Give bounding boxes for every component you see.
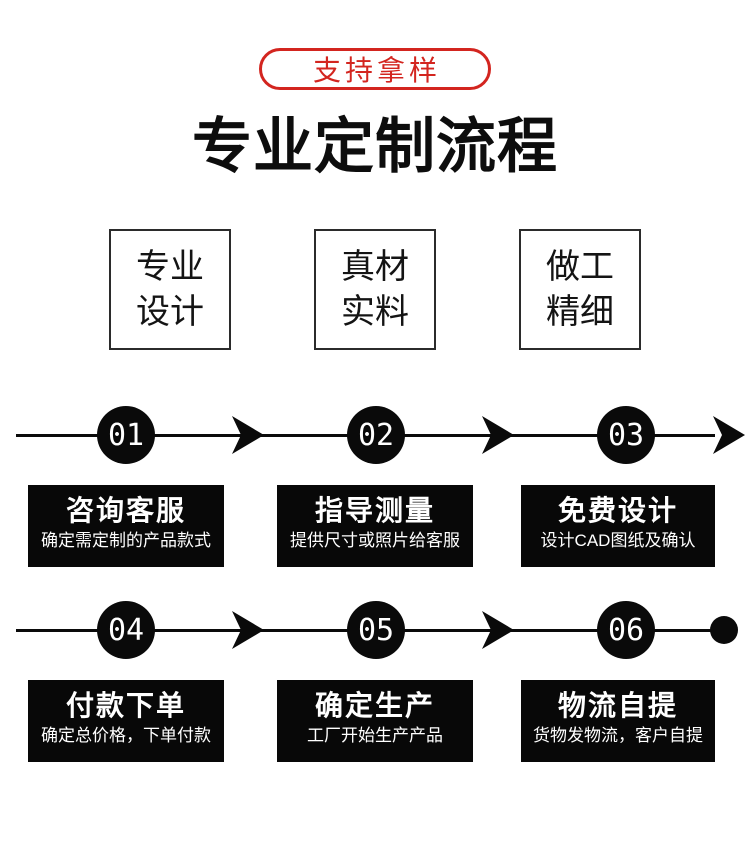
step-desc: 提供尺寸或照片给客服 [290,531,460,550]
feature-row: 专业 设计 真材 实料 做工 精细 [0,229,750,350]
step-circle-05: 05 [347,601,405,659]
feature-card-design: 专业 设计 [109,229,231,350]
arrow-right-icon [713,416,745,454]
feature-card-workmanship: 做工 精细 [519,229,641,350]
step-circle-02: 02 [347,406,405,464]
step-circle-04: 04 [97,601,155,659]
page-title: 专业定制流程 [192,113,558,180]
step-desc: 设计CAD图纸及确认 [540,531,696,550]
step-boxes-row-1: 咨询客服 确定需定制的产品款式 指导测量 提供尺寸或照片给客服 免费设计 设计C… [0,485,750,567]
step-number: 01 [107,417,145,453]
sample-support-badge: 支持拿样 [259,48,491,90]
step-circle-06: 06 [597,601,655,659]
step-number: 04 [107,612,145,648]
step-box-measure: 指导测量 提供尺寸或照片给客服 [277,485,473,567]
end-dot-icon [710,616,738,644]
step-boxes-row-2: 付款下单 确定总价格，下单付款 确定生产 工厂开始生产产品 物流自提 货物发物流… [0,680,750,762]
step-box-design: 免费设计 设计CAD图纸及确认 [521,485,715,567]
step-title: 确定生产 [314,690,435,721]
step-number: 03 [607,417,645,453]
step-desc: 工厂开始生产产品 [307,726,443,745]
step-circle-03: 03 [597,406,655,464]
arrow-right-icon [482,611,514,649]
step-box-payment: 付款下单 确定总价格，下单付款 [28,680,224,762]
step-title: 咨询客服 [65,495,186,526]
step-circle-01: 01 [97,406,155,464]
step-desc: 货物发物流，客户自提 [533,726,703,745]
step-number: 06 [607,612,645,648]
step-title: 指导测量 [314,495,435,526]
step-box-consult: 咨询客服 确定需定制的产品款式 [28,485,224,567]
step-number: 05 [357,612,395,648]
step-desc: 确定总价格，下单付款 [41,726,211,745]
flow-row-1: 01 02 03 [0,405,750,469]
step-title: 付款下单 [65,690,186,721]
step-title: 物流自提 [557,690,678,721]
step-number: 02 [357,417,395,453]
flow-row-2: 04 05 06 [0,600,750,664]
step-title: 免费设计 [557,495,678,526]
step-box-production: 确定生产 工厂开始生产产品 [277,680,473,762]
arrow-right-icon [482,416,514,454]
step-desc: 确定需定制的产品款式 [41,531,211,550]
arrow-right-icon [232,611,264,649]
arrow-right-icon [232,416,264,454]
feature-card-materials: 真材 实料 [314,229,436,350]
step-box-logistics: 物流自提 货物发物流，客户自提 [521,680,715,762]
